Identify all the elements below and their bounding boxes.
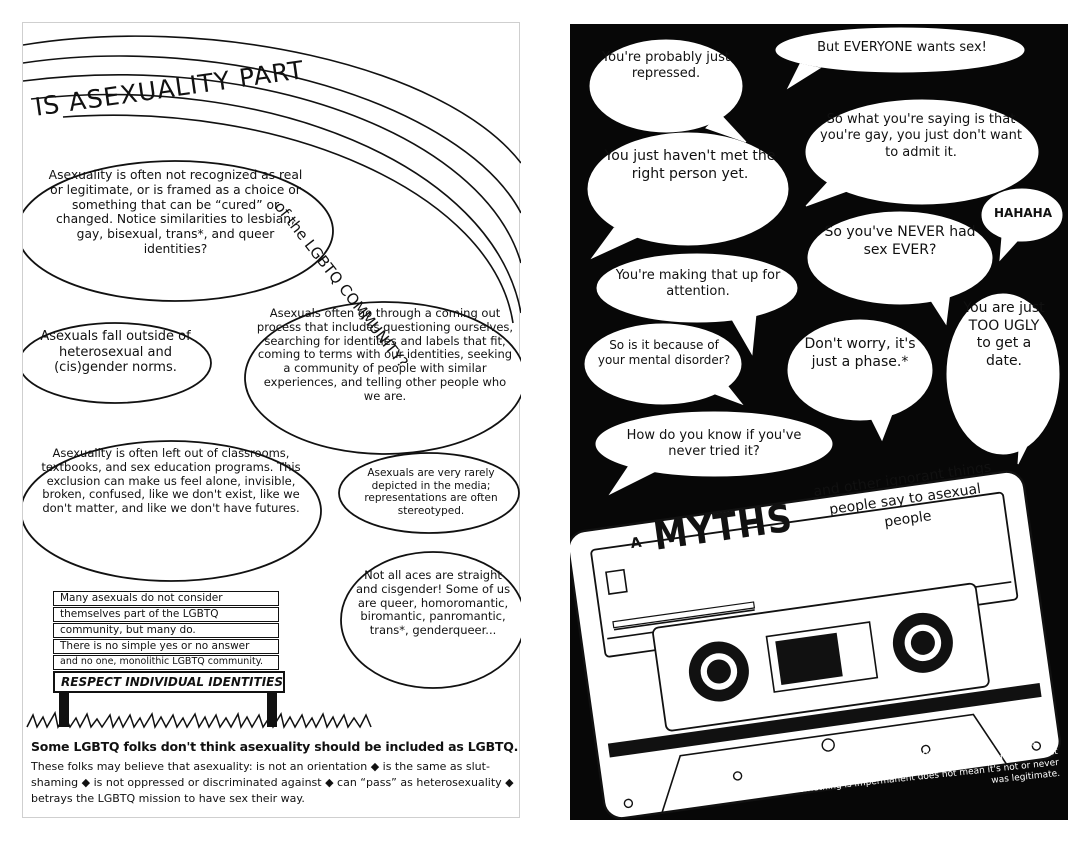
bench-plank: community, but many do.: [53, 623, 279, 638]
bubble-too-ugly: You are just TOO UGLY to get a date.: [963, 300, 1045, 369]
bubble-outside-norms: Asexuals fall outside of heterosexual an…: [40, 329, 191, 376]
bubble-coming-out: Asexuals often go through a coming out p…: [256, 306, 514, 403]
bench: Many asexuals do not consider themselves…: [53, 591, 285, 696]
bubble-gay: So what you're saying is that you're gay…: [820, 112, 1022, 160]
bubble-left-out: Asexuality is often left out of classroo…: [41, 446, 301, 516]
bench-plank: Many asexuals do not consider: [53, 591, 279, 606]
cassette-tape: [570, 470, 1061, 820]
bubble-attention: You're making that up for attention.: [615, 268, 781, 300]
bench-leg-right: [267, 693, 277, 727]
cassette-side-label: A: [629, 534, 643, 553]
bubble-phase: Don't worry, it's just a phase.*: [804, 336, 916, 370]
bubble-everyone: But EVERYONE wants sex!: [817, 40, 987, 55]
bench-sign: RESPECT INDIVIDUAL IDENTITIES: [53, 671, 285, 693]
bench-plank: There is no simple yes or no answer: [53, 639, 279, 654]
bubble-mental-disorder: So is it because of your mental disorder…: [597, 338, 731, 367]
bottom-text: These folks may believe that asexuality:…: [31, 760, 514, 805]
bubble-recognition: Asexuality is often not recognized as re…: [48, 168, 303, 256]
right-page-bubbles: [570, 27, 1063, 820]
bench-plank: themselves part of the LGBTQ: [53, 607, 279, 622]
grass: [26, 710, 372, 729]
bottom-heading: Some LGBTQ folks don't think asexuality …: [31, 739, 519, 754]
bubble-not-all-aces: Not all aces are straight and cisgender!…: [355, 568, 511, 638]
bench-leg-left: [59, 693, 69, 727]
right-page: You're probably just repressed. But EVER…: [570, 24, 1068, 820]
bubble-right-person: You just haven't met the right person ye…: [604, 148, 776, 182]
left-page: IS ASEXUALITY PART of the LGBTQ COMMUNIT…: [22, 22, 521, 818]
bubble-media: Asexuals are very rarely depicted in the…: [364, 467, 498, 517]
bubble-repressed: You're probably just repressed.: [601, 50, 731, 82]
left-page-doodles: [23, 35, 521, 729]
bubble-never-had-sex: So you've NEVER had sex EVER?: [824, 224, 976, 258]
bubble-tried-it: How do you know if you've never tried it…: [626, 428, 802, 460]
bench-plank: and no one, monolithic LGBTQ community.: [53, 655, 279, 670]
bubble-hahaha: HAHAHA: [994, 206, 1052, 220]
